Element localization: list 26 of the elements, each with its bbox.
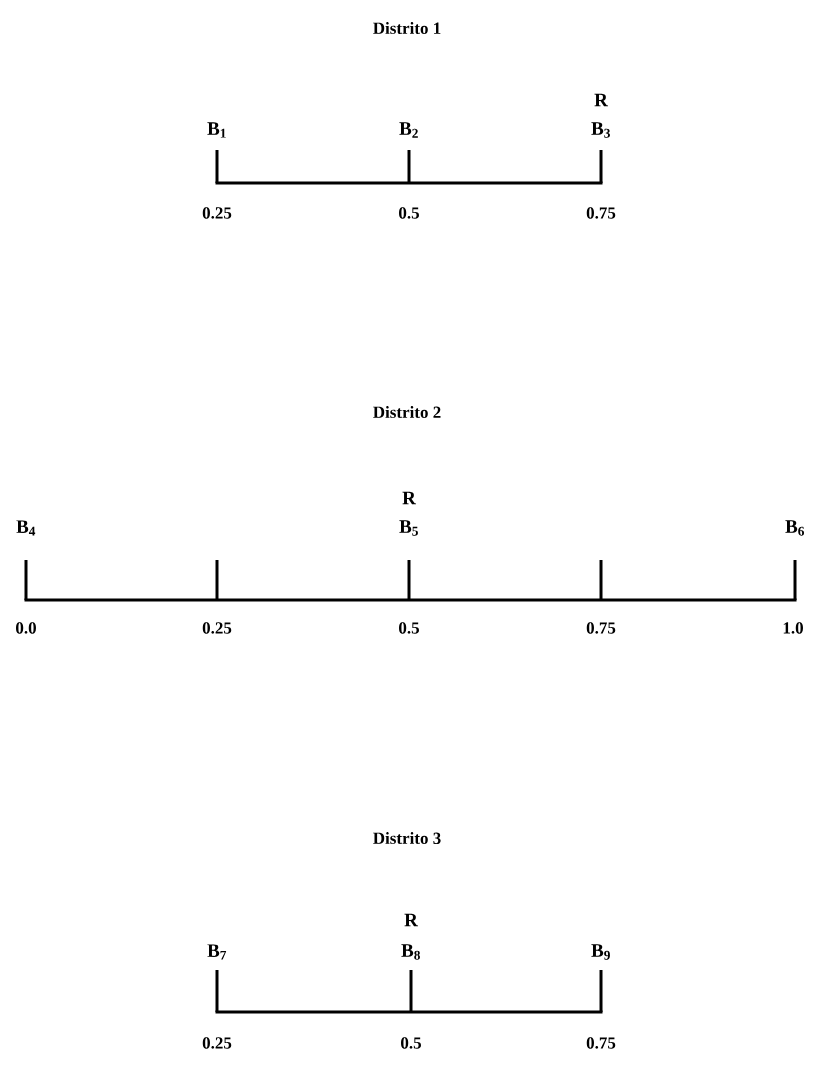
tick-label: 0.75 — [586, 207, 616, 219]
tick-label: 0.75 — [586, 1037, 616, 1049]
tick-label: 1.0 — [783, 622, 803, 634]
tick-label: 0.75 — [586, 622, 616, 634]
tick-label: 0.5 — [399, 207, 419, 219]
tick-label: 0.25 — [202, 1037, 232, 1049]
point-label: B$_{9}$ — [591, 944, 610, 960]
district-heading: Distrito 1 — [373, 22, 441, 34]
point-label: B$_{5}$ — [399, 520, 418, 536]
tick-label: 0.25 — [202, 622, 232, 634]
point-label: B$_{2}$ — [399, 122, 418, 138]
tick-label: 0.25 — [202, 207, 232, 219]
point-label: B$_{4}$ — [16, 520, 36, 536]
tick-label: 0.5 — [399, 622, 419, 634]
point-label: R — [594, 93, 609, 107]
district-heading: Distrito 2 — [373, 406, 441, 418]
point-label: B$_{8}$ — [401, 944, 420, 960]
point-label: B$_{1}$ — [207, 122, 226, 138]
tick-label: 0.5 — [401, 1037, 421, 1049]
district-heading: Distrito 3 — [373, 832, 441, 844]
point-label: R — [402, 491, 416, 505]
point-label: R — [404, 913, 418, 927]
point-label: B$_{6}$ — [785, 520, 805, 536]
tick-label: 0.0 — [16, 622, 36, 634]
point-label: B$_{7}$ — [207, 944, 227, 960]
point-label: B$_{3}$ — [591, 122, 610, 138]
